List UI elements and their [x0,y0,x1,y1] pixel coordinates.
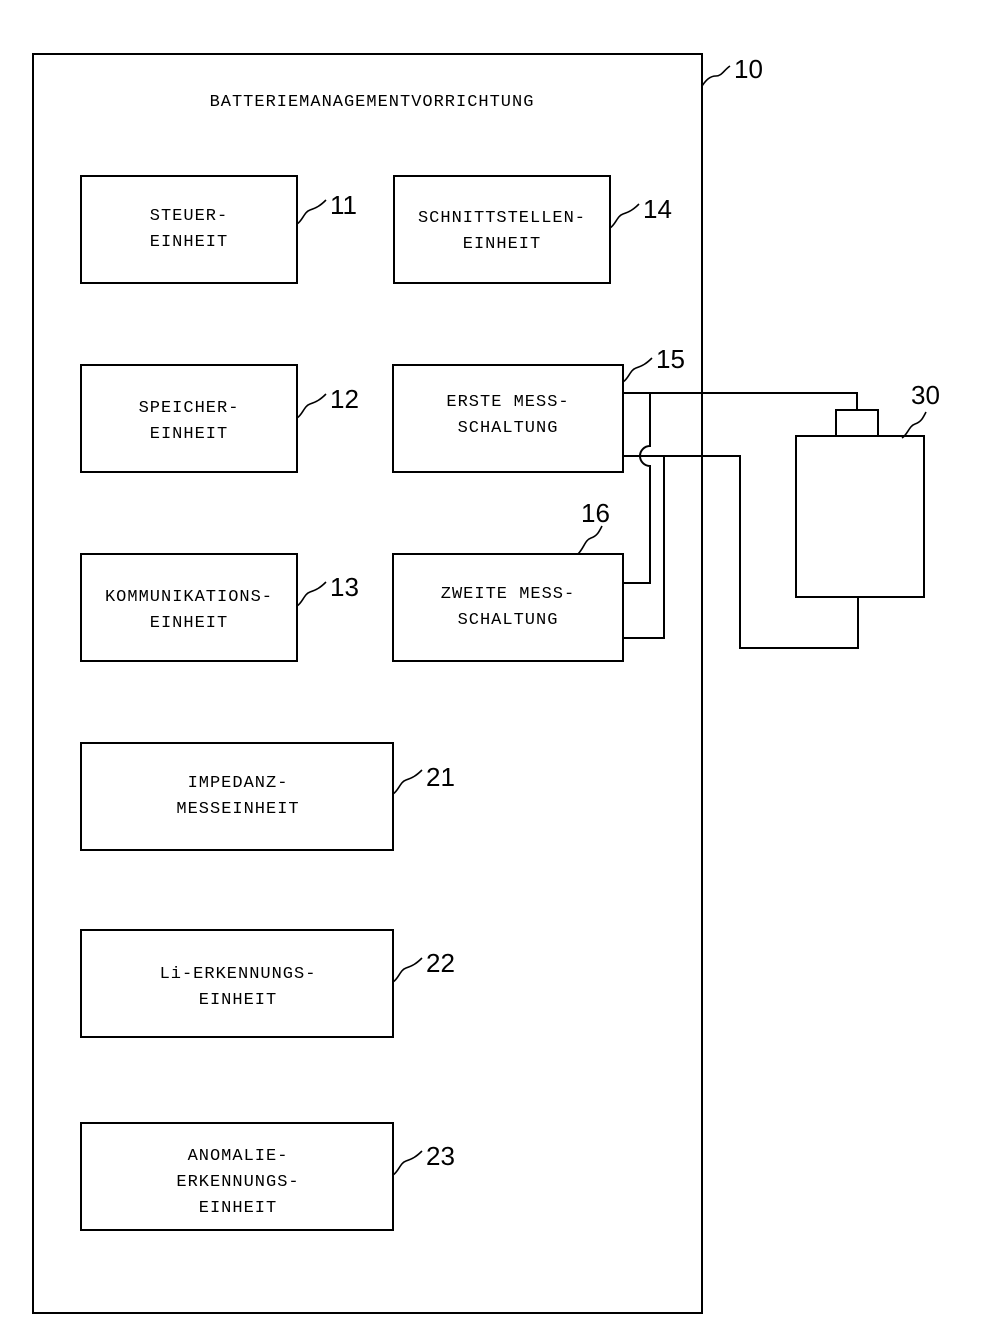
unit-anomalie-line-3: EINHEIT [199,1199,277,1218]
unit-speicher-line-1: SPEICHER- [139,399,240,418]
unit-kommunikation-ref: 13 [330,572,359,602]
unit-speicher-box [81,365,297,472]
unit-impedanz-line-2: MESSEINHEIT [176,800,299,819]
unit-schnittstelle-line-2: EINHEIT [463,235,541,254]
unit-erste-mess-line-2: SCHALTUNG [458,419,559,438]
unit-zweite-mess-line-1: ZWEITE MESS- [441,585,575,604]
unit-li-erkennung-line-1: Li-ERKENNUNGS- [160,965,317,984]
unit-speicher-ref: 12 [330,384,359,414]
unit-kommunikation-line-1: KOMMUNIKATIONS- [105,588,273,607]
unit-kommunikation-line-2: EINHEIT [150,614,228,633]
battery: 30 [796,380,940,597]
unit-li-erkennung-line-2: EINHEIT [199,991,277,1010]
unit-zweite-mess-ref: 16 [581,498,610,528]
battery-leader [902,412,926,438]
unit-schnittstelle-ref: 14 [643,194,672,224]
unit-steuer-line-1: STEUER- [150,207,228,226]
unit-impedanz-line-1: IMPEDANZ- [188,774,289,793]
unit-speicher-line-2: EINHEIT [150,425,228,444]
unit-steuer-ref: 11 [330,190,357,220]
battery-ref: 30 [911,380,940,410]
unit-zweite-mess-box [393,554,623,661]
unit-li-erkennung-ref: 22 [426,948,455,978]
unit-anomalie-line-2: ERKENNUNGS- [176,1173,299,1192]
unit-steuer-box [81,176,297,283]
unit-steuer-line-2: EINHEIT [150,233,228,252]
unit-impedanz-ref: 21 [426,762,455,792]
unit-zweite-mess-line-2: SCHALTUNG [458,611,559,630]
unit-erste-mess-ref: 15 [656,344,685,374]
battery-terminal [836,410,878,436]
unit-kommunikation-box [81,554,297,661]
battery-body [796,436,924,597]
unit-anomalie-line-1: ANOMALIE- [188,1147,289,1166]
unit-erste-mess-line-1: ERSTE MESS- [446,393,569,412]
device-leader [702,66,730,86]
unit-schnittstelle-box [394,176,610,283]
device-ref: 10 [734,54,763,84]
unit-schnittstelle-line-1: SCHNITTSTELLEN- [418,209,586,228]
unit-impedanz-box [81,743,393,850]
unit-anomalie-ref: 23 [426,1141,455,1171]
device-title: BATTERIEMANAGEMENTVORRICHTUNG [210,93,535,112]
